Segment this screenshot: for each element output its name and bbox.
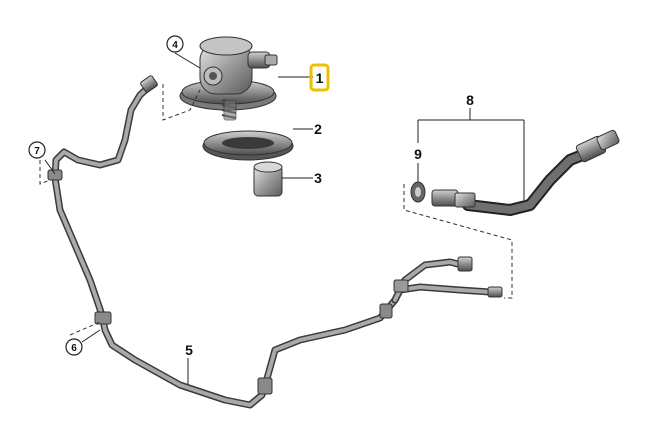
callout-4-circle — [166, 35, 184, 53]
leader-lines — [44, 52, 525, 384]
callout-2: 2 — [314, 121, 322, 137]
fuel-line-part-5 — [47, 75, 503, 409]
seal-ring-part-9 — [410, 181, 426, 203]
callout-7: 7 — [34, 146, 40, 157]
callout-4: 4 — [172, 40, 178, 51]
callout-8: 8 — [466, 92, 474, 108]
tappet-part-3 — [253, 161, 283, 197]
callout-5: 5 — [185, 342, 193, 358]
callouts: 1 2 3 5 8 9 4 7 6 — [28, 35, 474, 358]
dashed-reference-lines — [39, 84, 513, 336]
callout-6: 6 — [71, 343, 77, 354]
callout-1: 1 — [316, 70, 324, 86]
callout-9: 9 — [414, 146, 422, 162]
callout-3: 3 — [314, 170, 322, 186]
gasket-part-2 — [202, 130, 294, 161]
callout-6-circle — [65, 338, 83, 356]
fuel-hose-part-8 — [431, 129, 620, 216]
callout-1-highlight-box — [309, 63, 330, 92]
high-pressure-pump-part-1 — [179, 36, 278, 121]
callout-7-circle — [28, 141, 46, 159]
